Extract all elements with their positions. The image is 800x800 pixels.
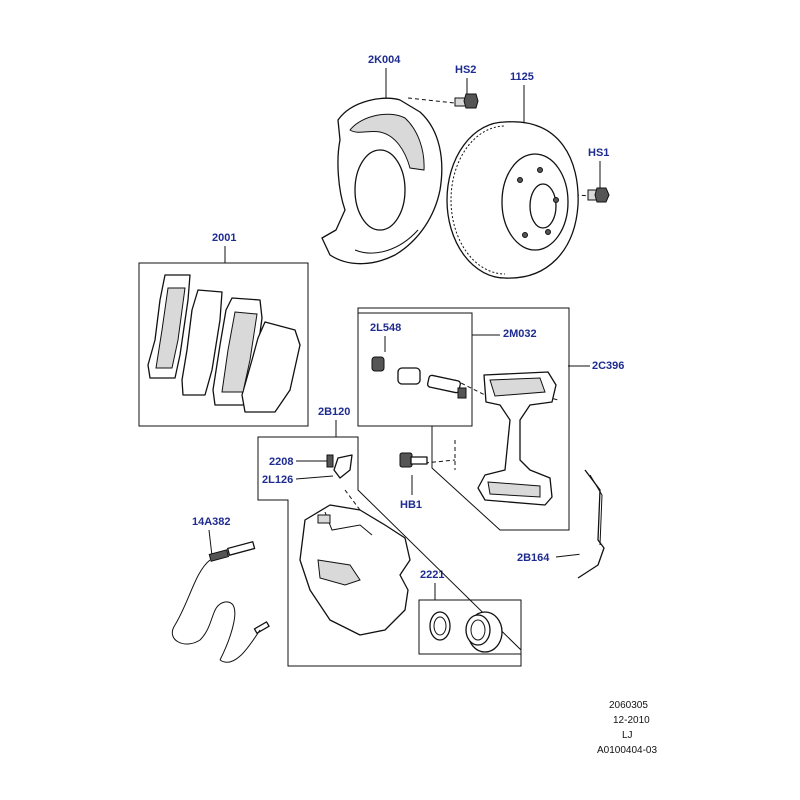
- guide-pin-kit-part[interactable]: [371, 356, 467, 399]
- label-2L126[interactable]: 2L126: [262, 474, 293, 486]
- seal-kit-box: [418, 599, 522, 655]
- label-1125[interactable]: 1125: [510, 71, 534, 83]
- label-HS2[interactable]: HS2: [455, 64, 476, 76]
- brake-pads-part[interactable]: [147, 274, 301, 413]
- label-2B164[interactable]: 2B164: [517, 552, 550, 564]
- label-2C396[interactable]: 2C396: [592, 360, 624, 372]
- label-14A382[interactable]: 14A382: [192, 516, 231, 528]
- footer-line-3: LJ: [622, 730, 633, 741]
- bleed-screw-part[interactable]: [326, 454, 353, 479]
- label-2L548[interactable]: 2L548: [370, 322, 401, 334]
- guide-kit-box: [357, 312, 473, 427]
- footer-line-4: A0100404-03: [597, 745, 657, 756]
- brake-disc-part[interactable]: [446, 121, 579, 279]
- screw-hs2-part[interactable]: [454, 93, 479, 109]
- spring-clip-part[interactable]: [577, 469, 605, 579]
- label-2M032[interactable]: 2M032: [503, 328, 537, 340]
- seal-kit-part[interactable]: [429, 611, 503, 653]
- wear-sensor-part[interactable]: [172, 541, 270, 663]
- splash-shield-part[interactable]: [321, 97, 443, 265]
- label-2221[interactable]: 2221: [420, 569, 444, 581]
- pad-set-box: [138, 262, 309, 427]
- caliper-carrier-part[interactable]: [477, 371, 557, 506]
- label-2001[interactable]: 2001: [212, 232, 236, 244]
- label-2208[interactable]: 2208: [269, 456, 293, 468]
- footer-line-1: 2060305: [609, 700, 648, 711]
- footer-line-2: 12-2010: [613, 715, 650, 726]
- label-2B120[interactable]: 2B120: [318, 406, 350, 418]
- label-2K004[interactable]: 2K004: [368, 54, 401, 66]
- caliper-box: [257, 436, 522, 667]
- bolt-hb1-part[interactable]: [399, 452, 428, 468]
- label-HS1[interactable]: HS1: [588, 147, 609, 159]
- screw-hs1-part[interactable]: [587, 187, 610, 203]
- caliper-housing-part[interactable]: [299, 504, 411, 636]
- label-HB1[interactable]: HB1: [400, 499, 422, 511]
